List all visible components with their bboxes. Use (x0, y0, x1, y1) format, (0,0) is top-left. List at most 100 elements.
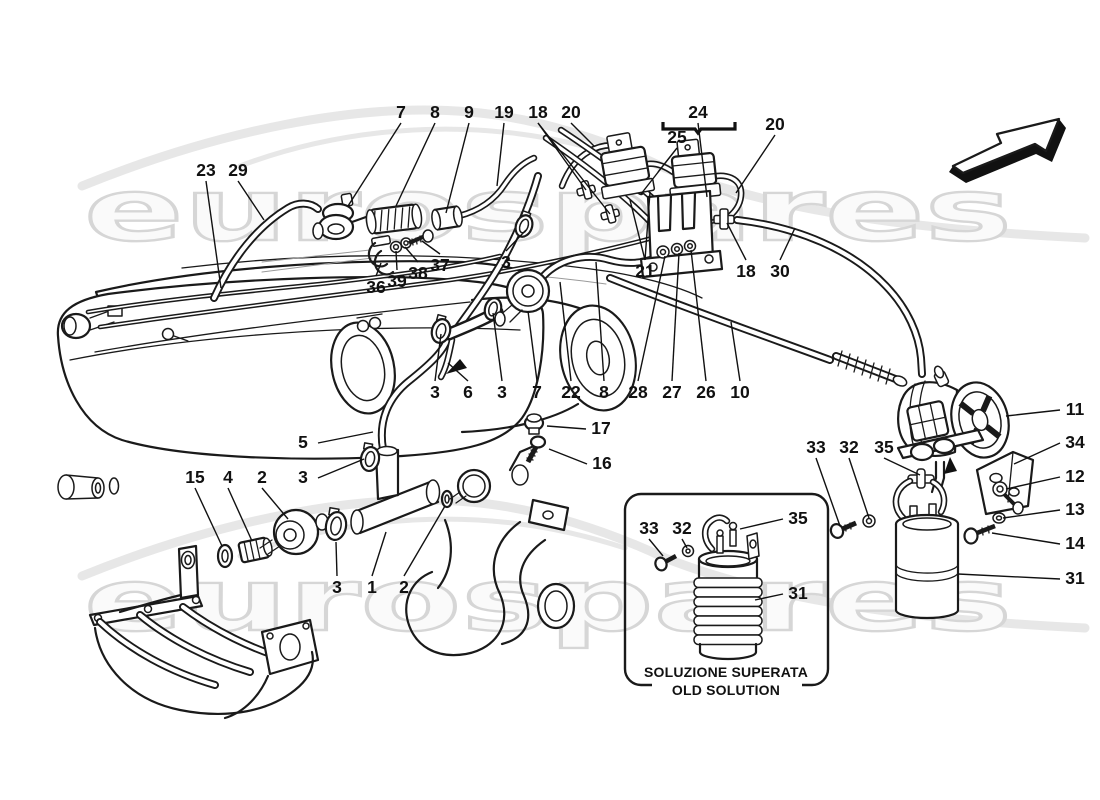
washer-row (656, 239, 697, 259)
leader-line (194, 487, 223, 547)
tee-fitting-35 (907, 468, 935, 489)
leader-line (347, 122, 402, 207)
hose-clamp (324, 506, 348, 541)
callout-26: 26 (696, 382, 716, 402)
hanger-bracket (118, 544, 200, 614)
leader-line (595, 261, 605, 382)
callout-13: 13 (1065, 499, 1085, 519)
tailpipe-opening (559, 304, 637, 412)
callout-32: 32 (672, 518, 692, 538)
callout-15: 15 (185, 467, 205, 487)
callout-25: 25 (667, 127, 687, 147)
callout-20: 20 (765, 114, 785, 134)
label-backing (652, 678, 802, 690)
leader-line (726, 222, 747, 261)
old-canister (693, 514, 763, 661)
callout-36: 36 (366, 277, 386, 297)
mounting-bracket (975, 450, 1035, 516)
leader-line (261, 487, 289, 520)
leader-line (697, 122, 708, 198)
leader-line (237, 180, 265, 221)
callout-29: 29 (228, 160, 248, 180)
callout-3: 3 (497, 382, 507, 402)
leader-line (637, 255, 666, 382)
center-exhaust-manifold (405, 413, 576, 657)
callout-16: 16 (592, 453, 612, 473)
leader-line (629, 199, 646, 261)
leader-line (1002, 509, 1061, 519)
bellows (693, 577, 763, 646)
callout-4: 4 (223, 467, 233, 487)
leader-line (548, 448, 588, 465)
callout-2: 2 (399, 577, 409, 597)
leader-line (1013, 442, 1061, 465)
left-exhaust-manifold (88, 544, 320, 720)
callout-19: 19 (494, 102, 514, 122)
callout-39: 39 (387, 271, 407, 291)
callout-10: 10 (730, 382, 750, 402)
leader-line (421, 240, 441, 255)
leader-line (1005, 409, 1061, 417)
callout-31: 31 (1065, 568, 1085, 588)
leader-line (434, 333, 442, 382)
watermark-swoosh (660, 553, 1090, 633)
leader-line (671, 252, 680, 382)
callout-12: 12 (1065, 466, 1085, 486)
washer-32 (862, 514, 876, 528)
callout-34: 34 (1065, 432, 1085, 452)
leader-line (317, 431, 374, 444)
callout-30: 30 (770, 261, 790, 281)
callout-1: 1 (367, 577, 377, 597)
callout-20: 20 (561, 102, 581, 122)
callout-8: 8 (599, 382, 609, 402)
callout-18: 18 (736, 261, 756, 281)
callout-24: 24 (688, 102, 708, 122)
callout-18: 18 (528, 102, 548, 122)
leader-line (690, 249, 707, 382)
leader-line (681, 538, 688, 549)
callout-9: 9 (464, 102, 474, 122)
callout-38: 38 (408, 263, 428, 283)
hose-fitting (431, 205, 463, 231)
callout-28: 28 (628, 382, 648, 402)
leader-line (848, 457, 870, 519)
leader-line (496, 122, 505, 187)
hose-clamp (514, 210, 534, 238)
pump-face (950, 381, 1010, 459)
callout-35: 35 (874, 437, 894, 457)
leader-line (730, 321, 741, 382)
leader-line (1005, 476, 1061, 490)
pump-outlet-stub (930, 460, 946, 494)
leader-line (735, 134, 776, 194)
bolt-33-old (654, 554, 678, 572)
vapour-canister (894, 503, 960, 620)
striped-hose-end (832, 350, 908, 387)
leader-line (559, 281, 572, 382)
leader-line (375, 262, 382, 277)
callout-27: 27 (662, 382, 681, 402)
front-pipe-stub (57, 474, 120, 500)
manifold-check-valve (449, 444, 536, 504)
leader-line (395, 250, 398, 271)
callout-5: 5 (298, 432, 308, 452)
leader-line (492, 312, 503, 382)
cap-plug (523, 413, 545, 435)
screw (408, 229, 434, 246)
leader-line (371, 531, 387, 577)
callout-23: 23 (196, 160, 216, 180)
leader-line (883, 457, 921, 476)
callout-7: 7 (396, 102, 406, 122)
old-solution-inset: SOLUZIONE SUPERATA OLD SOLUTION (623, 492, 830, 698)
callout-2: 2 (257, 467, 267, 487)
pump-vane-block (906, 400, 950, 442)
flow-arrow-icon (446, 359, 467, 374)
leader-line (404, 246, 419, 263)
callout-8: 8 (430, 102, 440, 122)
bolt-washer-12 (992, 481, 1024, 515)
leader-line (445, 122, 470, 214)
callout-21: 21 (635, 261, 655, 281)
leader-line (317, 458, 365, 479)
threaded-fitting (525, 435, 547, 464)
